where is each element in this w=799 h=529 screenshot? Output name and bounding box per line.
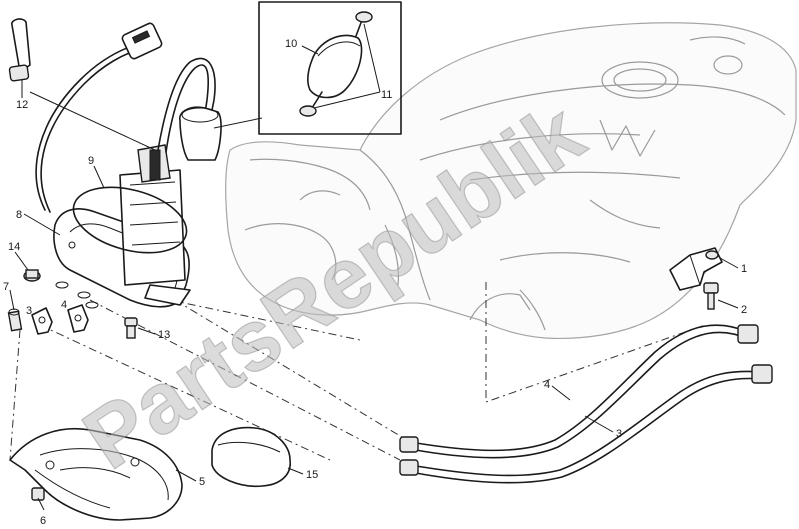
callout-13: 13	[158, 329, 170, 341]
leader-lines	[9, 23, 739, 511]
bracket-screw	[703, 282, 719, 310]
callout-10: 10	[285, 38, 297, 50]
part-6-nut	[31, 487, 45, 501]
o-rings-stack	[55, 281, 99, 309]
fuel-line-3-end-connector	[399, 459, 419, 476]
callout-5: 5	[199, 476, 205, 488]
in-line-fuel-filter	[179, 106, 222, 161]
part-15-cap	[211, 426, 291, 488]
callout-9: 9	[88, 155, 94, 167]
callout-1: 1	[741, 263, 747, 275]
callout-6: 6	[40, 515, 46, 527]
callout-11: 11	[381, 89, 392, 101]
fuel-line-3-connector	[751, 364, 773, 384]
pump-cover	[9, 428, 183, 521]
part-7-fitting	[7, 308, 23, 332]
part-12-plug	[8, 18, 31, 82]
callout-15: 15	[306, 469, 318, 481]
assembly-dash-lines	[9, 282, 706, 461]
part-14-nut	[23, 269, 41, 282]
fuel-line-4-connector	[737, 324, 759, 344]
callout-2: 2	[741, 304, 747, 316]
part-13-screw	[124, 317, 138, 339]
part-3-elbow	[31, 307, 53, 335]
callout-7: 7	[3, 281, 9, 293]
callout-4-right: 4	[544, 379, 550, 391]
callout-labels: 1 2 3 3 4 4 5 6 7 8 9 10 11 12 13 14 15	[3, 38, 747, 527]
callout-14: 14	[8, 241, 20, 253]
callout-3-left: 3	[26, 305, 32, 317]
fuel-line-4	[399, 324, 759, 459]
fuel-line-3	[399, 364, 773, 484]
callout-12: 12	[16, 99, 28, 111]
clamp-bracket	[669, 247, 723, 291]
fuel-filter-inset	[258, 1, 402, 135]
fuel-line-4-end-connector	[399, 436, 419, 453]
callout-8: 8	[16, 209, 22, 221]
callout-3-right: 3	[616, 428, 622, 440]
fuel-pump-assembly	[35, 44, 216, 308]
part-4-elbow	[67, 304, 89, 333]
callout-4-left: 4	[61, 299, 67, 311]
wiring-connector	[121, 22, 163, 60]
fuel-tank-outline	[225, 22, 797, 339]
